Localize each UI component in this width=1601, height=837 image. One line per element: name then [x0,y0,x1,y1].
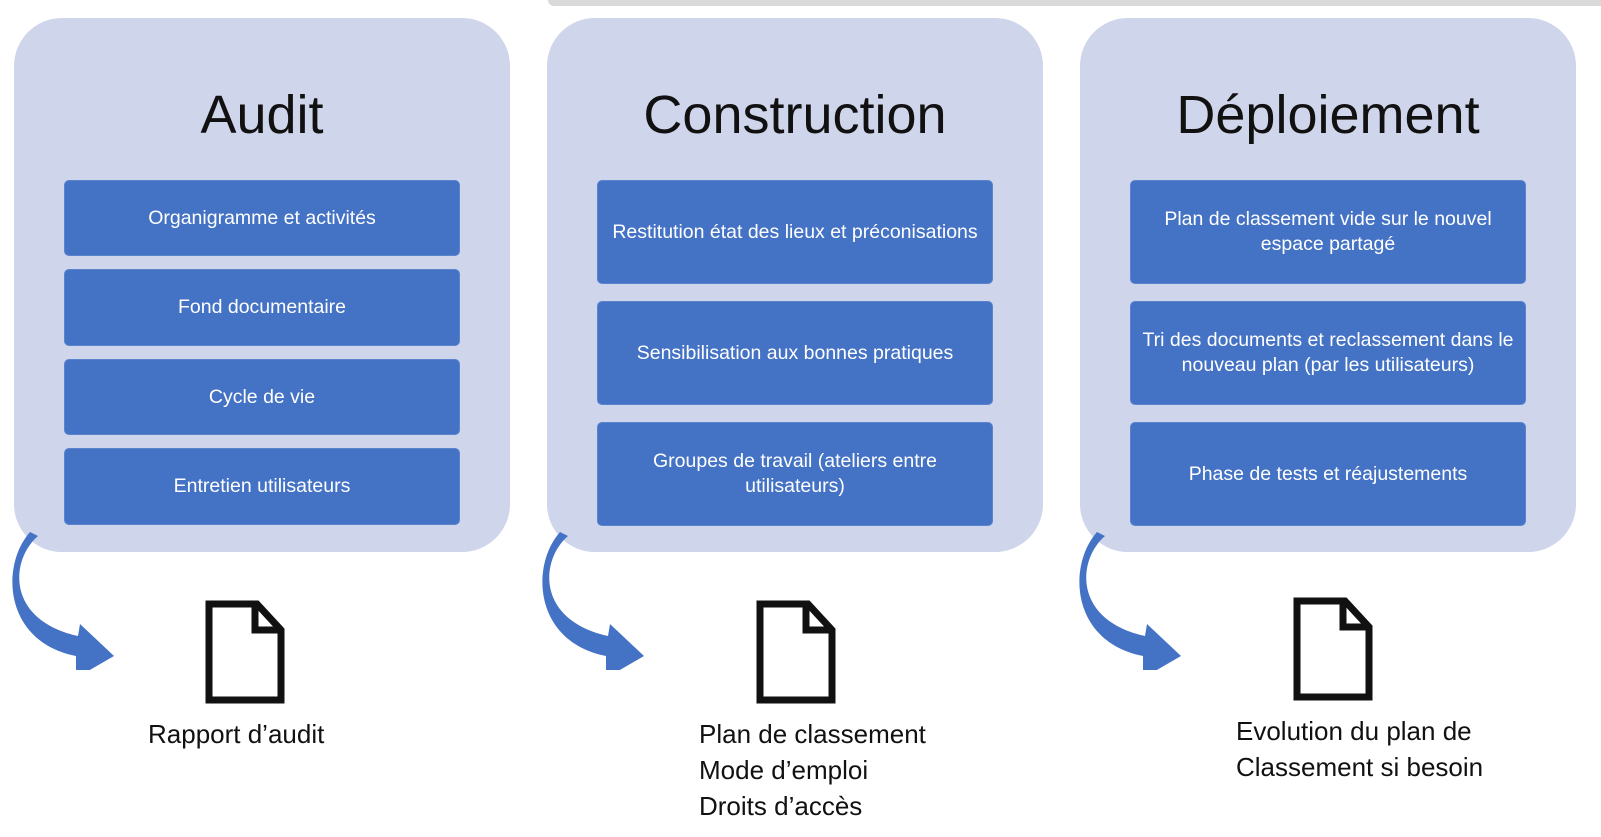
phase-title: Déploiement [1176,85,1480,145]
phase-deploiement: Déploiement Plan de classement vide sur … [1080,18,1576,552]
curved-arrow-icon [1079,532,1181,670]
task-item: Phase de tests et réajustements [1130,422,1526,526]
curved-arrow-icon [542,532,644,670]
task-item: Sensibilisation aux bonnes pratiques [597,301,993,405]
document-icon [205,600,285,704]
deliverable-line: Classement si besoin [1236,752,1484,782]
task-item: Organigramme et activités [64,180,460,256]
deliverable-construction: Plan de classement Mode d’emploi Droits … [699,716,926,824]
phase-construction: Construction Restitution état des lieux … [547,18,1043,552]
phase-title: Construction [643,85,947,145]
deliverable-line: Evolution du plan de [1236,716,1472,746]
task-item: Fond documentaire [64,269,460,346]
phase-title: Audit [200,85,324,145]
deliverable-line: Droits d’accès [699,791,863,821]
deliverable-line: Rapport d’audit [148,719,325,749]
document-icon [1293,597,1373,701]
curved-arrow-icon [12,532,114,670]
deliverable-audit: Rapport d’audit [148,716,324,752]
task-item: Entretien utilisateurs [64,448,460,525]
deliverable-deploiement: Evolution du plan de Classement si besoi… [1236,713,1483,785]
top-divider [548,0,1601,6]
phase-audit: Audit Organigramme et activités Fond doc… [14,18,510,552]
task-item: Cycle de vie [64,359,460,435]
deliverable-line: Plan de classement [699,719,926,749]
task-item: Restitution état des lieux et préconisat… [597,180,993,284]
task-item: Groupes de travail (ateliers entre utili… [597,422,993,526]
task-item: Plan de classement vide sur le nouvel es… [1130,180,1526,284]
task-item: Tri des documents et reclassement dans l… [1130,301,1526,405]
document-icon [756,600,836,704]
deliverable-line: Mode d’emploi [699,755,869,785]
